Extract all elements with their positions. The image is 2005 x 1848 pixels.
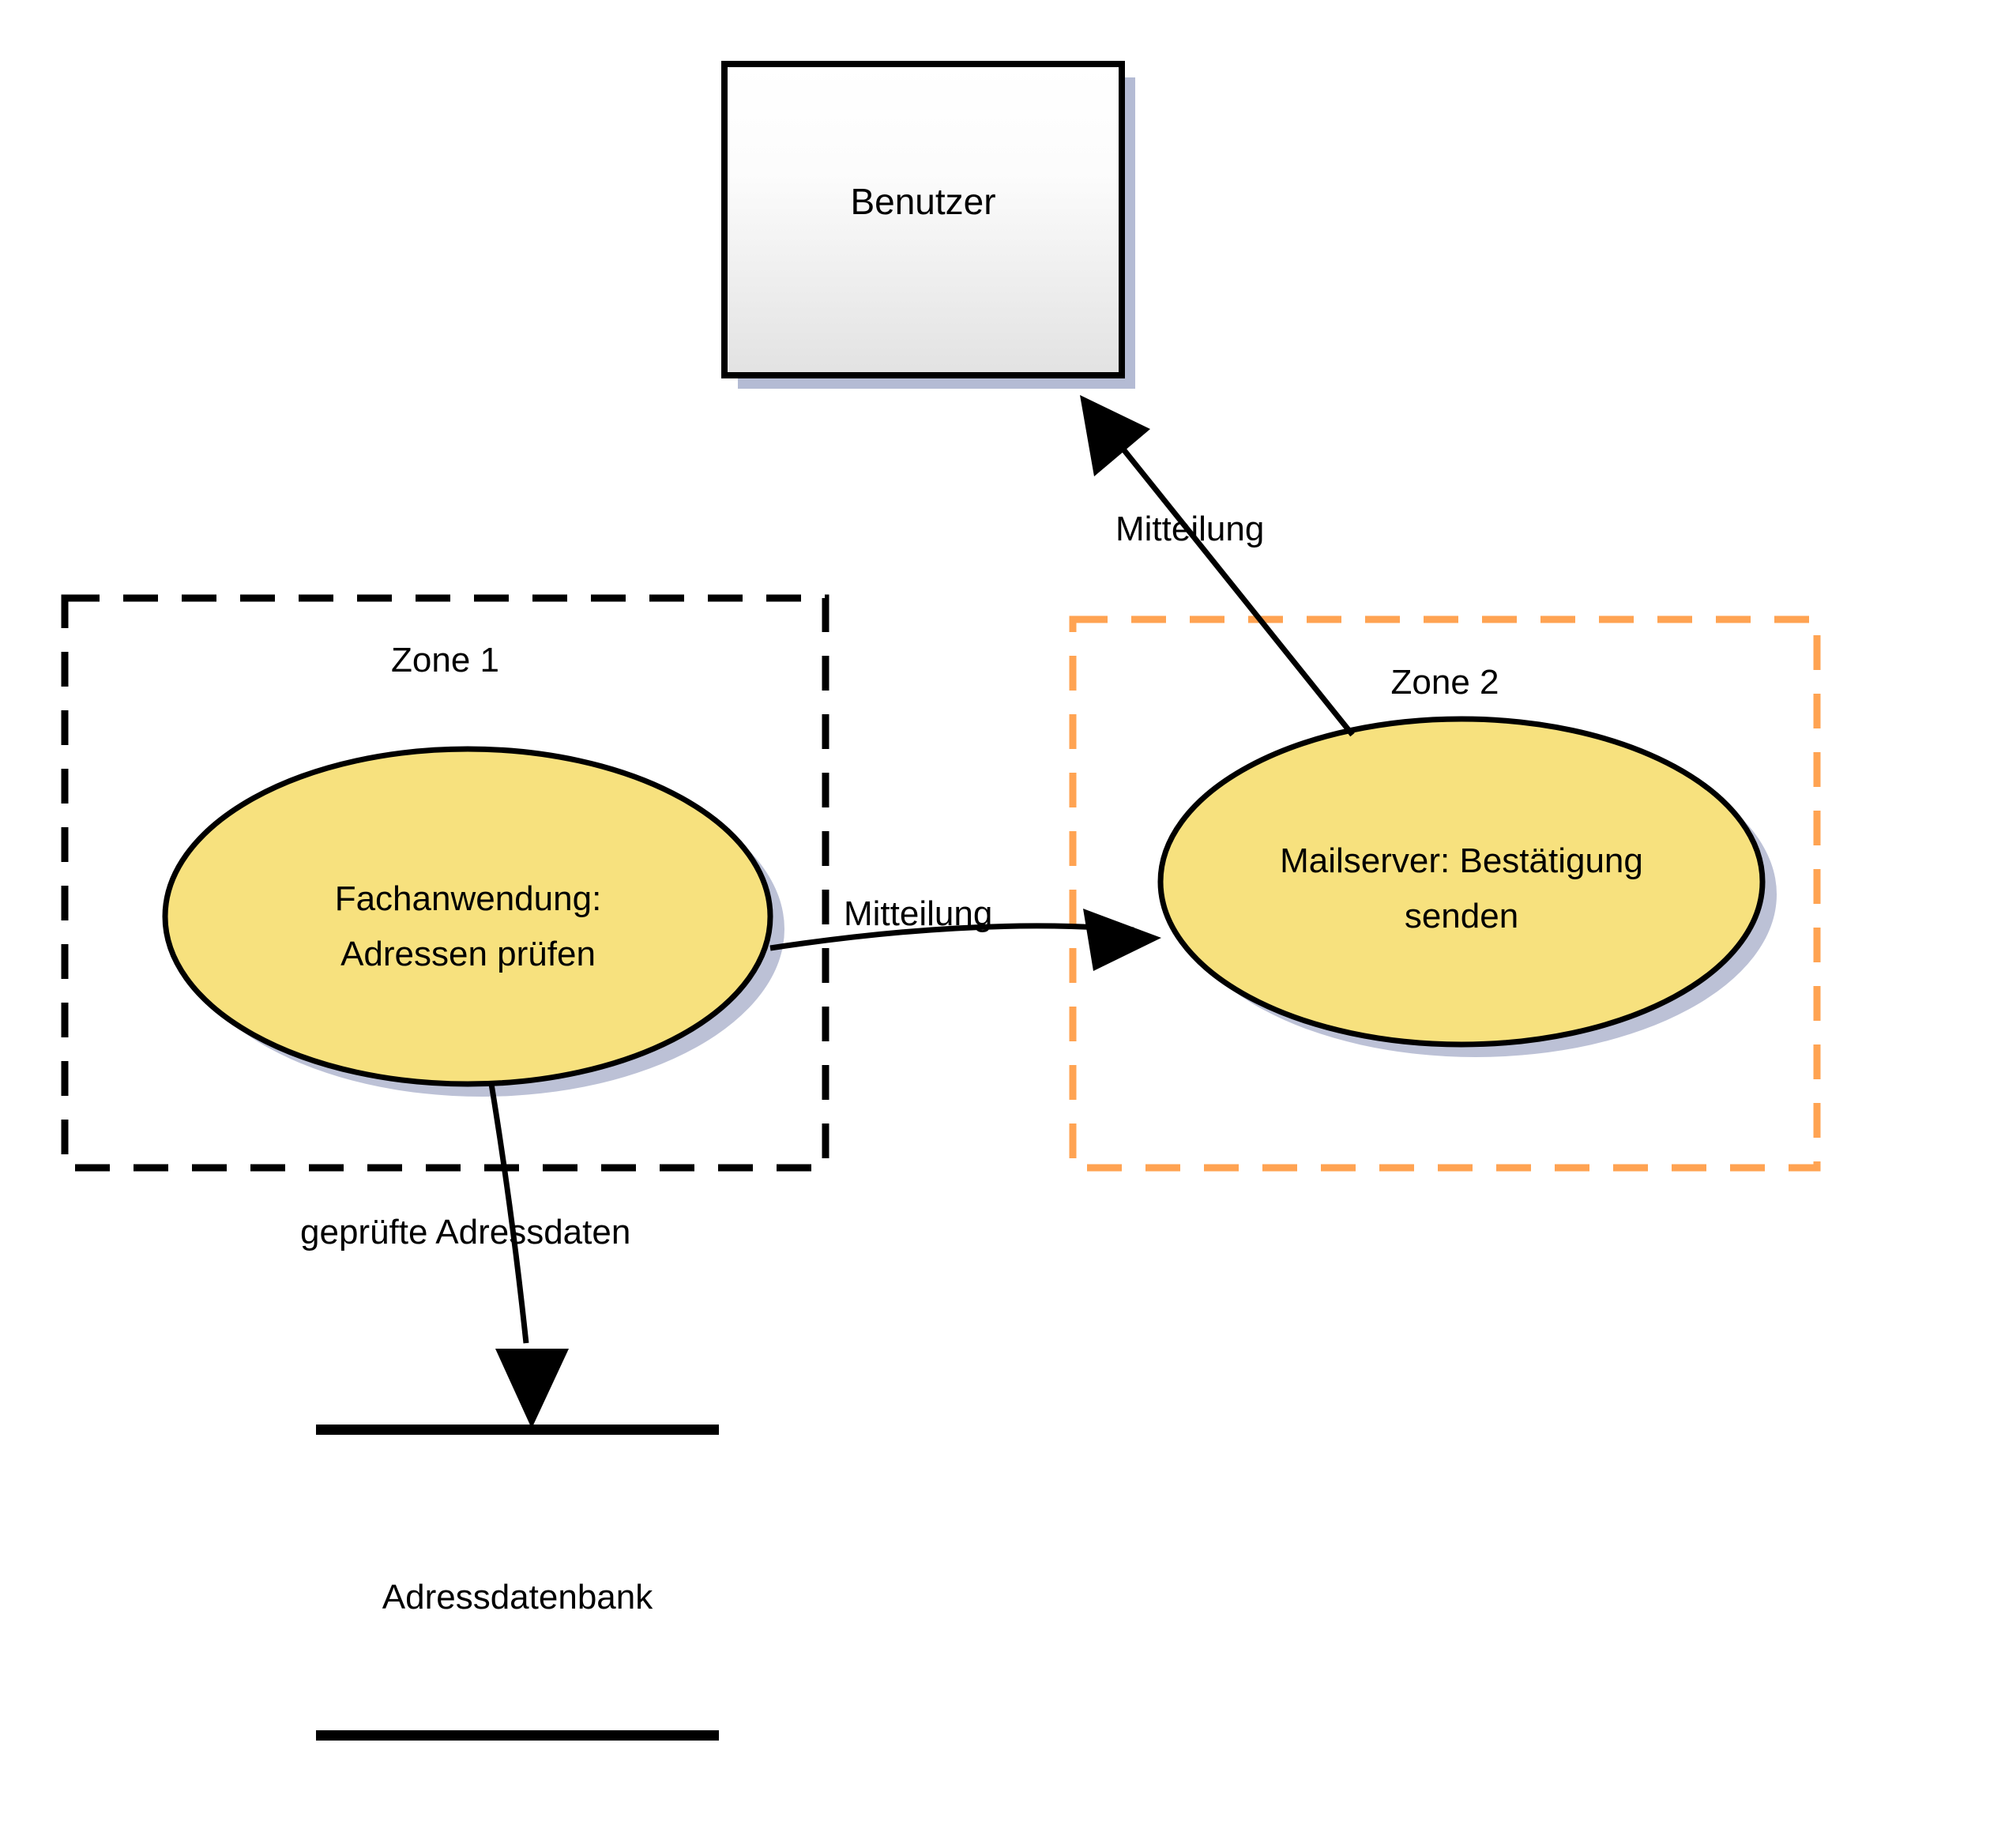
benutzer-box[interactable] [721, 61, 1125, 378]
edge-fachanwendung-to-mailserver-arrowhead [1083, 909, 1161, 971]
edge-mailserver-to-benutzer-arrowhead [1080, 395, 1150, 476]
edge-fachanwendung-to-datastore-line[interactable] [488, 1083, 529, 1344]
datastore-bottom-bar[interactable] [316, 1730, 719, 1741]
zone-1-boundary[interactable] [61, 594, 829, 1172]
edge-label-mitteilung-benutzer: Mitteilung [1115, 510, 1265, 548]
edge-label-gepruefte-adressdaten: geprüfte Adressdaten [300, 1213, 631, 1251]
edge-label-mitteilung-mailserver: Mitteilung [844, 894, 993, 933]
edge-fachanwendung-to-datastore-arrowhead [495, 1349, 569, 1428]
fachanwendung-ellipse[interactable] [162, 746, 773, 1087]
zone-2-boundary[interactable] [1069, 615, 1821, 1172]
mailserver-ellipse[interactable] [1157, 716, 1766, 1048]
edge-mailserver-to-benutzer-line[interactable] [1100, 420, 1355, 737]
datastore-top-bar[interactable] [316, 1425, 719, 1435]
